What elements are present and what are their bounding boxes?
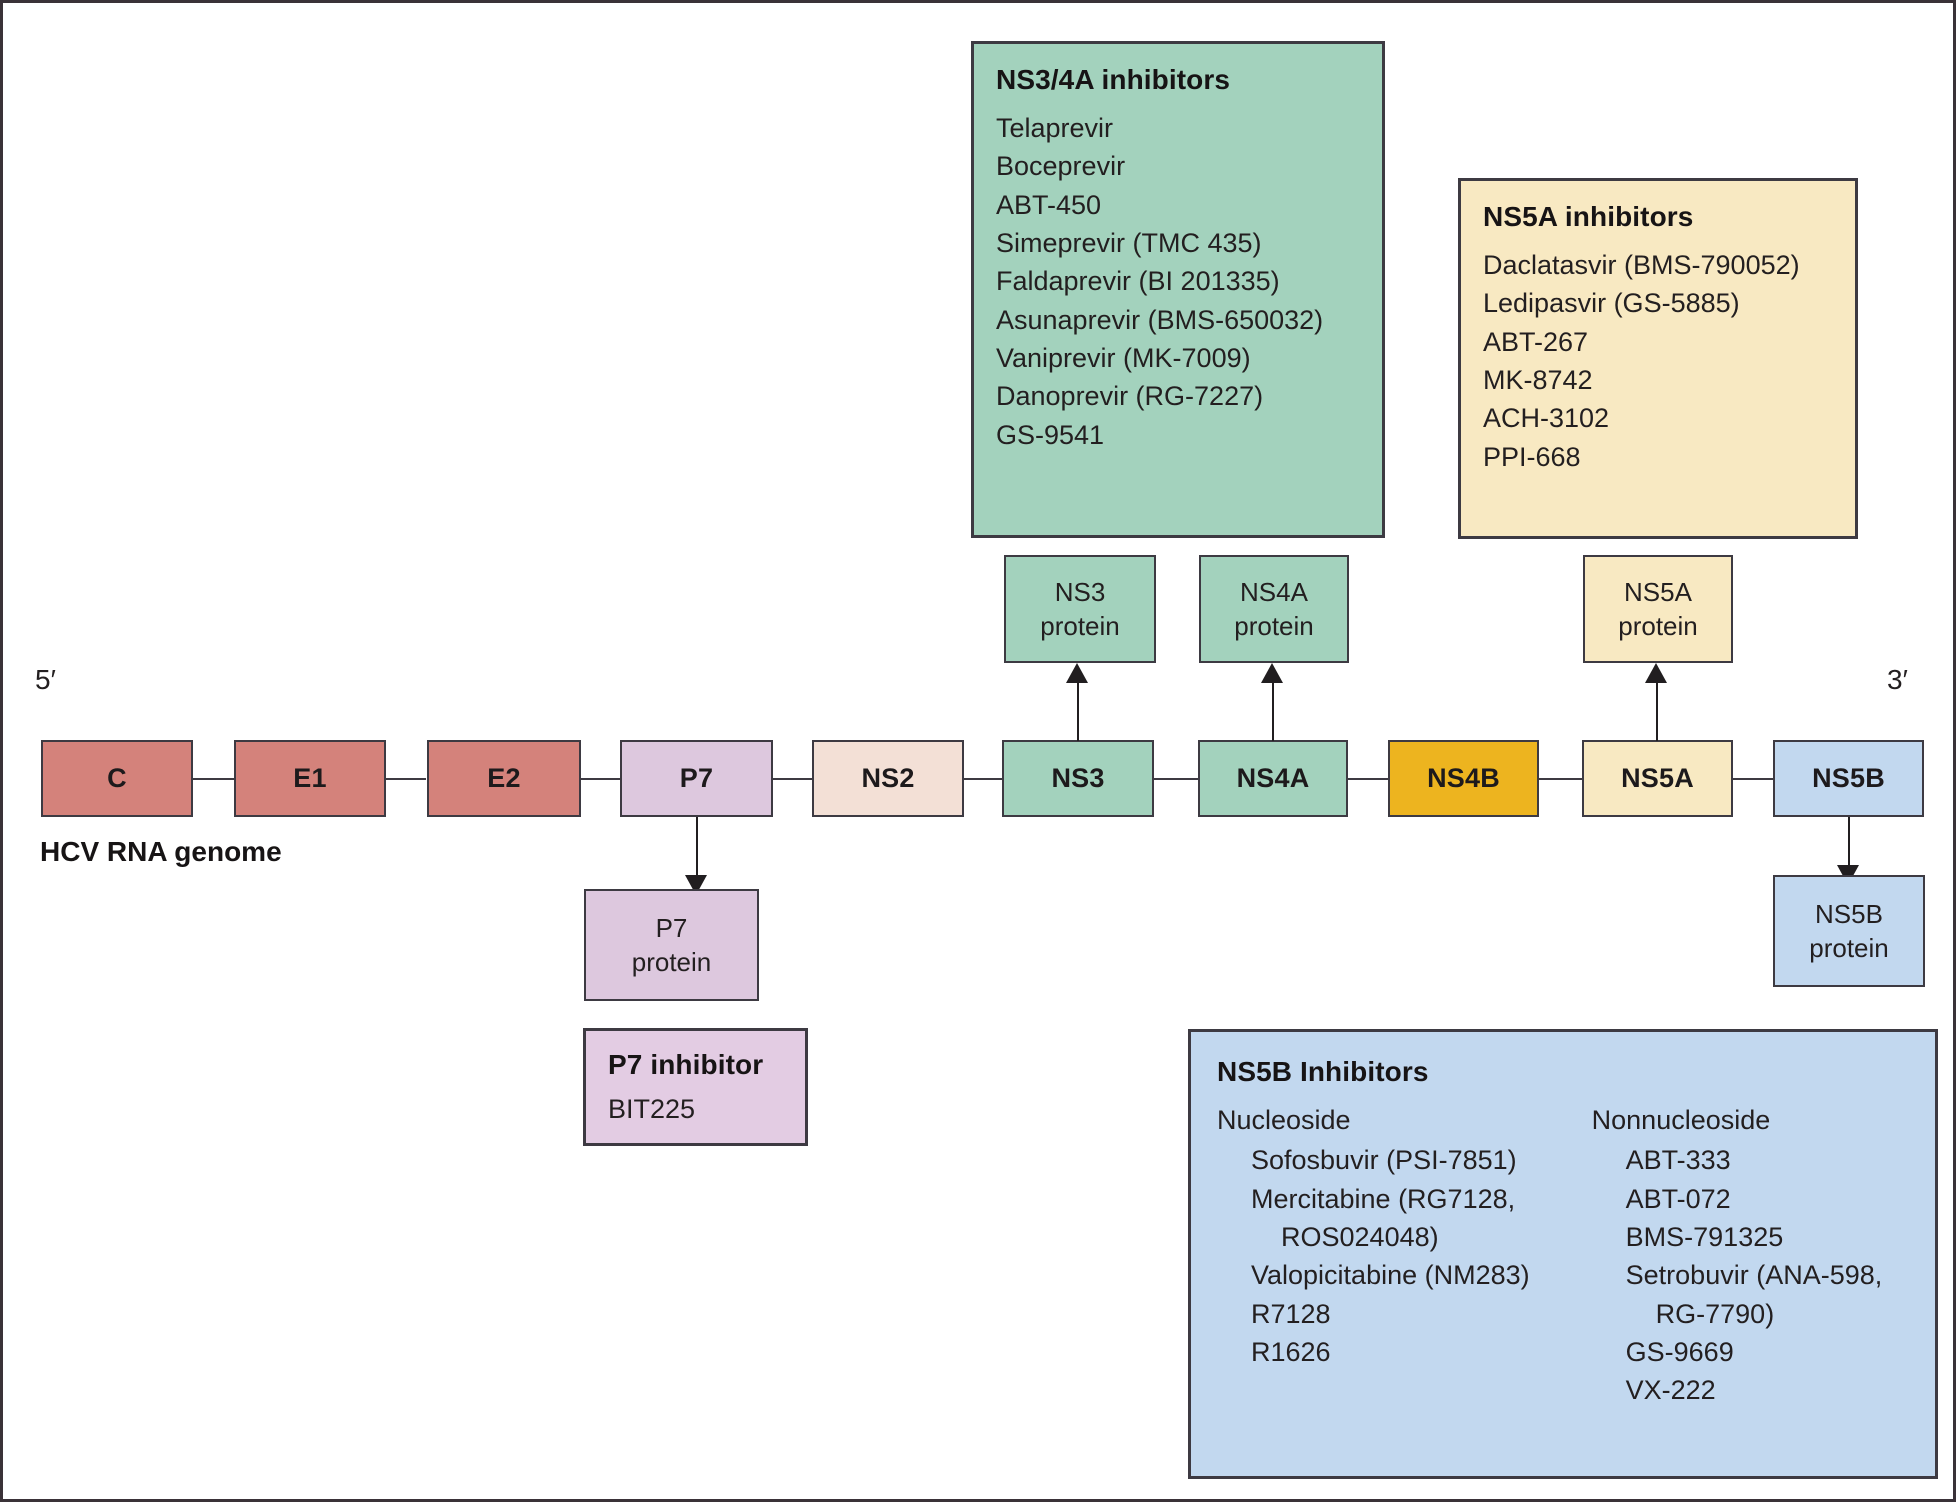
ns5a-item: ACH-3102 <box>1483 403 1610 434</box>
ns5b-nonnucleoside-heading: Nonnucleoside <box>1591 1105 1771 1135</box>
ns4a-protein-line2: protein <box>1234 611 1314 641</box>
ns3-arrow-head <box>1066 663 1088 683</box>
p7-protein-line1: P7 <box>655 912 688 943</box>
genome-segment-ns5a[interactable]: NS5A <box>1582 740 1733 817</box>
ns5a-item: PPI-668 <box>1483 441 1581 472</box>
ns5b-nucleoside-item: R7128 <box>1251 1298 1331 1329</box>
genome-segment-e2[interactable]: E2 <box>427 740 581 817</box>
ns5a-protein-line1: NS5A <box>1624 576 1692 607</box>
ns3-protein-box[interactable]: NS3 protein <box>1004 555 1156 663</box>
genome-segment-ns3[interactable]: NS3 <box>1002 740 1154 817</box>
p7-inhibitor-item: BIT225 <box>608 1094 696 1124</box>
ns3-4a-item: Faldaprevir (BI 201335) <box>996 266 1280 297</box>
ns5b-nucleoside-column: Nucleoside Sofosbuvir (PSI-7851) Mercita… <box>1217 1101 1530 1410</box>
genome-connector <box>1732 778 1774 780</box>
genome-segment-e1[interactable]: E1 <box>234 740 386 817</box>
ns4a-arrow-head <box>1261 663 1283 683</box>
ns5a-item: Daclatasvir (BMS-790052) <box>1483 250 1800 280</box>
ns3-4a-inhibitors-box[interactable]: NS3/4A inhibitors Telaprevir Boceprevir … <box>971 41 1385 538</box>
ns5b-protein-box[interactable]: NS5B protein <box>1773 875 1925 987</box>
ns5b-nonnucleoside-item: BMS-791325 <box>1625 1221 1784 1252</box>
p7-protein-line2: protein <box>631 947 712 977</box>
three-prime-label: 3′ <box>1887 664 1908 695</box>
ns5b-protein-line1: NS5B <box>1815 898 1883 929</box>
ns5b-protein-line2: protein <box>1809 933 1889 963</box>
genome-connector <box>1538 778 1583 780</box>
ns3-4a-item: Telaprevir <box>996 113 1114 143</box>
ns4a-arrow-shaft <box>1272 675 1274 741</box>
ns3-protein-line2: protein <box>1040 611 1120 641</box>
p7-inhibitor-box[interactable]: P7 inhibitor BIT225 <box>583 1028 808 1146</box>
ns5a-item: Ledipasvir (GS-5885) <box>1483 288 1740 319</box>
ns5b-nucleoside-item: R1626 <box>1251 1336 1331 1367</box>
genome-segment-ns5b[interactable]: NS5B <box>1773 740 1924 817</box>
ns5a-inhibitors-title: NS5A inhibitors <box>1483 201 1694 232</box>
genome-connector <box>1347 778 1389 780</box>
ns3-4a-item: Asunaprevir (BMS-650032) <box>996 304 1324 335</box>
ns5a-arrow-head <box>1645 663 1667 683</box>
ns5b-inhibitors-box[interactable]: NS5B Inhibitors Nucleoside Sofosbuvir (P… <box>1188 1029 1938 1479</box>
ns5b-nucleoside-item: Valopicitabine (NM283) <box>1251 1260 1530 1291</box>
ns5b-nonnucleoside-item: VX-222 <box>1625 1375 1716 1406</box>
ns3-4a-item: Vaniprevir (MK-7009) <box>996 342 1251 373</box>
ns4a-protein-box[interactable]: NS4A protein <box>1199 555 1349 663</box>
ns5a-protein-box[interactable]: NS5A protein <box>1583 555 1733 663</box>
ns3-4a-item: Danoprevir (RG-7227) <box>996 381 1264 412</box>
ns5b-nucleoside-item: Sofosbuvir (PSI-7851) <box>1251 1145 1517 1176</box>
genome-segment-ns2[interactable]: NS2 <box>812 740 964 817</box>
ns4a-protein-line1: NS4A <box>1240 576 1308 607</box>
ns5a-protein-line2: protein <box>1618 611 1698 641</box>
ns5a-item: ABT-267 <box>1483 326 1589 357</box>
ns3-4a-item: ABT-450 <box>996 189 1102 220</box>
genome-connector <box>580 778 620 780</box>
ns5b-nonnucleoside-item: ABT-072 <box>1625 1183 1731 1214</box>
p7-protein-box[interactable]: P7 protein <box>584 889 759 1001</box>
genome-segment-c[interactable]: C <box>41 740 193 817</box>
genome-segment-p7[interactable]: P7 <box>620 740 773 817</box>
ns5b-nonnucleoside-item: GS-9669 <box>1625 1336 1734 1367</box>
ns5b-nonnucleoside-item: ABT-333 <box>1625 1145 1731 1176</box>
p7-inhibitor-title: P7 inhibitor <box>608 1049 764 1080</box>
ns3-4a-item: Boceprevir <box>996 151 1126 182</box>
genome-connector <box>773 778 813 780</box>
p7-arrow-shaft <box>696 817 698 879</box>
hcv-rna-genome-label: HCV RNA genome <box>40 836 282 867</box>
ns3-4a-item: GS-9541 <box>996 419 1105 450</box>
ns5b-nonnucleoside-column: Nonnucleoside ABT-333 ABT-072 BMS-791325… <box>1592 1101 1883 1410</box>
ns5b-inhibitors-title: NS5B Inhibitors <box>1217 1056 1429 1087</box>
ns5a-arrow-shaft <box>1656 675 1658 741</box>
ns5b-nonnucleoside-item: Setrobuvir (ANA-598, <box>1625 1260 1883 1291</box>
ns3-4a-item: Simeprevir (TMC 435) <box>996 227 1262 258</box>
ns5b-nonnucleoside-item: RG-7790) <box>1625 1298 1775 1329</box>
five-prime-label: 5′ <box>35 664 56 695</box>
ns3-4a-inhibitors-title: NS3/4A inhibitors <box>996 64 1231 95</box>
ns5a-inhibitors-box[interactable]: NS5A inhibitors Daclatasvir (BMS-790052)… <box>1458 178 1858 539</box>
genome-connector <box>963 778 1003 780</box>
ns3-arrow-shaft <box>1077 675 1079 741</box>
ns5b-arrow-shaft <box>1848 817 1850 869</box>
genome-connector <box>192 778 238 780</box>
ns3-protein-line1: NS3 <box>1054 576 1106 607</box>
ns5b-nucleoside-item: Mercitabine (RG7128, <box>1251 1183 1516 1214</box>
genome-connector <box>386 778 426 780</box>
ns5a-item: MK-8742 <box>1483 364 1593 395</box>
genome-connector <box>1153 778 1199 780</box>
ns5b-nucleoside-item: ROS024048) <box>1251 1221 1439 1252</box>
genome-segment-ns4a[interactable]: NS4A <box>1198 740 1348 817</box>
genome-segment-ns4b[interactable]: NS4B <box>1388 740 1539 817</box>
ns5b-nucleoside-heading: Nucleoside <box>1217 1105 1351 1135</box>
